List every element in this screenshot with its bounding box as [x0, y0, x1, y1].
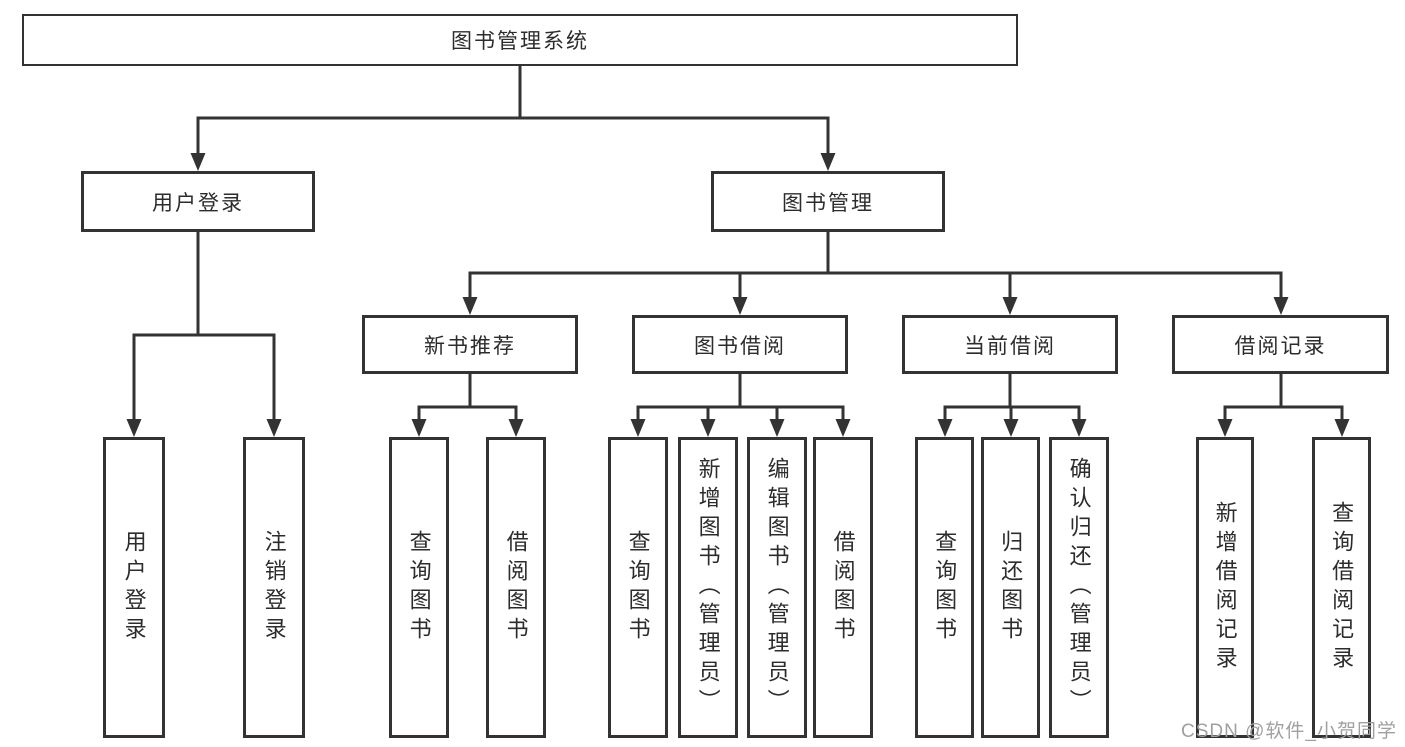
- node-label: 注销登录: [261, 529, 287, 646]
- leaf-query-borrow-record: 查询借阅记录: [1312, 437, 1371, 738]
- node-label: 新书推荐: [424, 334, 516, 358]
- leaf-logout: 注销登录: [243, 437, 305, 738]
- node-label: 图书管理系统: [451, 30, 589, 53]
- arrow-down-icon: [820, 153, 836, 171]
- node-label: 确认归还（管理员）: [1066, 457, 1092, 718]
- leaf-borrow-books-recommend: 借阅图书: [486, 437, 546, 738]
- node-new-book-recommendation: 新书推荐: [362, 315, 578, 374]
- arrow-down-icon: [835, 419, 851, 437]
- csdn-watermark: CSDN @软件_小贺同学: [1181, 721, 1397, 742]
- node-current-borrowing: 当前借阅: [902, 315, 1118, 374]
- arrow-down-icon: [190, 153, 206, 171]
- leaf-edit-books-admin: 编辑图书（管理员）: [747, 437, 807, 738]
- connector-mgmt-to-level2: [468, 232, 1283, 300]
- node-user-login: 用户登录: [81, 171, 315, 232]
- arrow-down-icon: [769, 419, 785, 437]
- arrow-down-icon: [1334, 419, 1350, 437]
- node-label: 编辑图书（管理员）: [764, 457, 790, 718]
- node-label: 用户登录: [152, 191, 244, 215]
- arrow-down-icon: [462, 297, 478, 315]
- node-label: 查询借阅记录: [1329, 500, 1355, 675]
- node-label: 查询图书: [625, 529, 651, 646]
- arrowheads: [126, 153, 1350, 437]
- leaf-borrow-books-borrowing: 借阅图书: [813, 437, 873, 738]
- leaf-query-books-current: 查询图书: [915, 437, 974, 738]
- node-label: 图书管理: [782, 191, 874, 215]
- arrow-down-icon: [266, 419, 282, 437]
- node-label: 图书借阅: [694, 334, 786, 358]
- arrow-down-icon: [1273, 297, 1289, 315]
- node-book-borrowing: 图书借阅: [632, 315, 848, 374]
- leaf-add-borrow-record: 新增借阅记录: [1196, 437, 1254, 738]
- leaf-return-books: 归还图书: [981, 437, 1040, 738]
- node-book-management: 图书管理: [711, 171, 945, 232]
- node-label: 借阅图书: [830, 529, 856, 646]
- arrow-down-icon: [1003, 419, 1019, 437]
- node-label: 查询图书: [406, 529, 432, 646]
- connector-root-to-level1: [196, 66, 830, 156]
- arrow-down-icon: [937, 419, 953, 437]
- arrow-down-icon: [1071, 419, 1087, 437]
- arrow-down-icon: [700, 419, 716, 437]
- arrow-down-icon: [630, 419, 646, 437]
- leaf-add-books-admin: 新增图书（管理员）: [678, 437, 738, 738]
- leaf-confirm-return-admin: 确认归还（管理员）: [1049, 437, 1109, 738]
- connector-borrow-to-leaves: [636, 374, 845, 422]
- arrow-down-icon: [508, 419, 524, 437]
- leaf-query-books-recommend: 查询图书: [389, 437, 449, 738]
- connector-current-to-leaves: [943, 374, 1081, 422]
- node-label: 借阅记录: [1234, 334, 1327, 358]
- node-label: 用户登录: [121, 529, 147, 646]
- arrow-down-icon: [732, 297, 748, 315]
- node-label: 查询图书: [932, 529, 958, 646]
- leaf-query-books-borrowing: 查询图书: [608, 437, 668, 738]
- node-label: 当前借阅: [964, 334, 1056, 358]
- node-label: 新增图书（管理员）: [695, 457, 721, 718]
- node-label: 归还图书: [998, 529, 1024, 646]
- connector-records-to-leaves: [1223, 374, 1344, 422]
- node-library-management-system: 图书管理系统: [22, 14, 1018, 66]
- node-borrowing-records: 借阅记录: [1172, 315, 1389, 374]
- arrow-down-icon: [411, 419, 427, 437]
- leaf-user-login: 用户登录: [103, 437, 165, 738]
- connector-login-to-leaves: [132, 232, 276, 422]
- arrow-down-icon: [1217, 419, 1233, 437]
- connector-newbook-to-leaves: [417, 374, 518, 422]
- arrow-down-icon: [126, 419, 142, 437]
- node-label: 新增借阅记录: [1212, 500, 1238, 675]
- arrow-down-icon: [1002, 297, 1018, 315]
- node-label: 借阅图书: [503, 529, 529, 646]
